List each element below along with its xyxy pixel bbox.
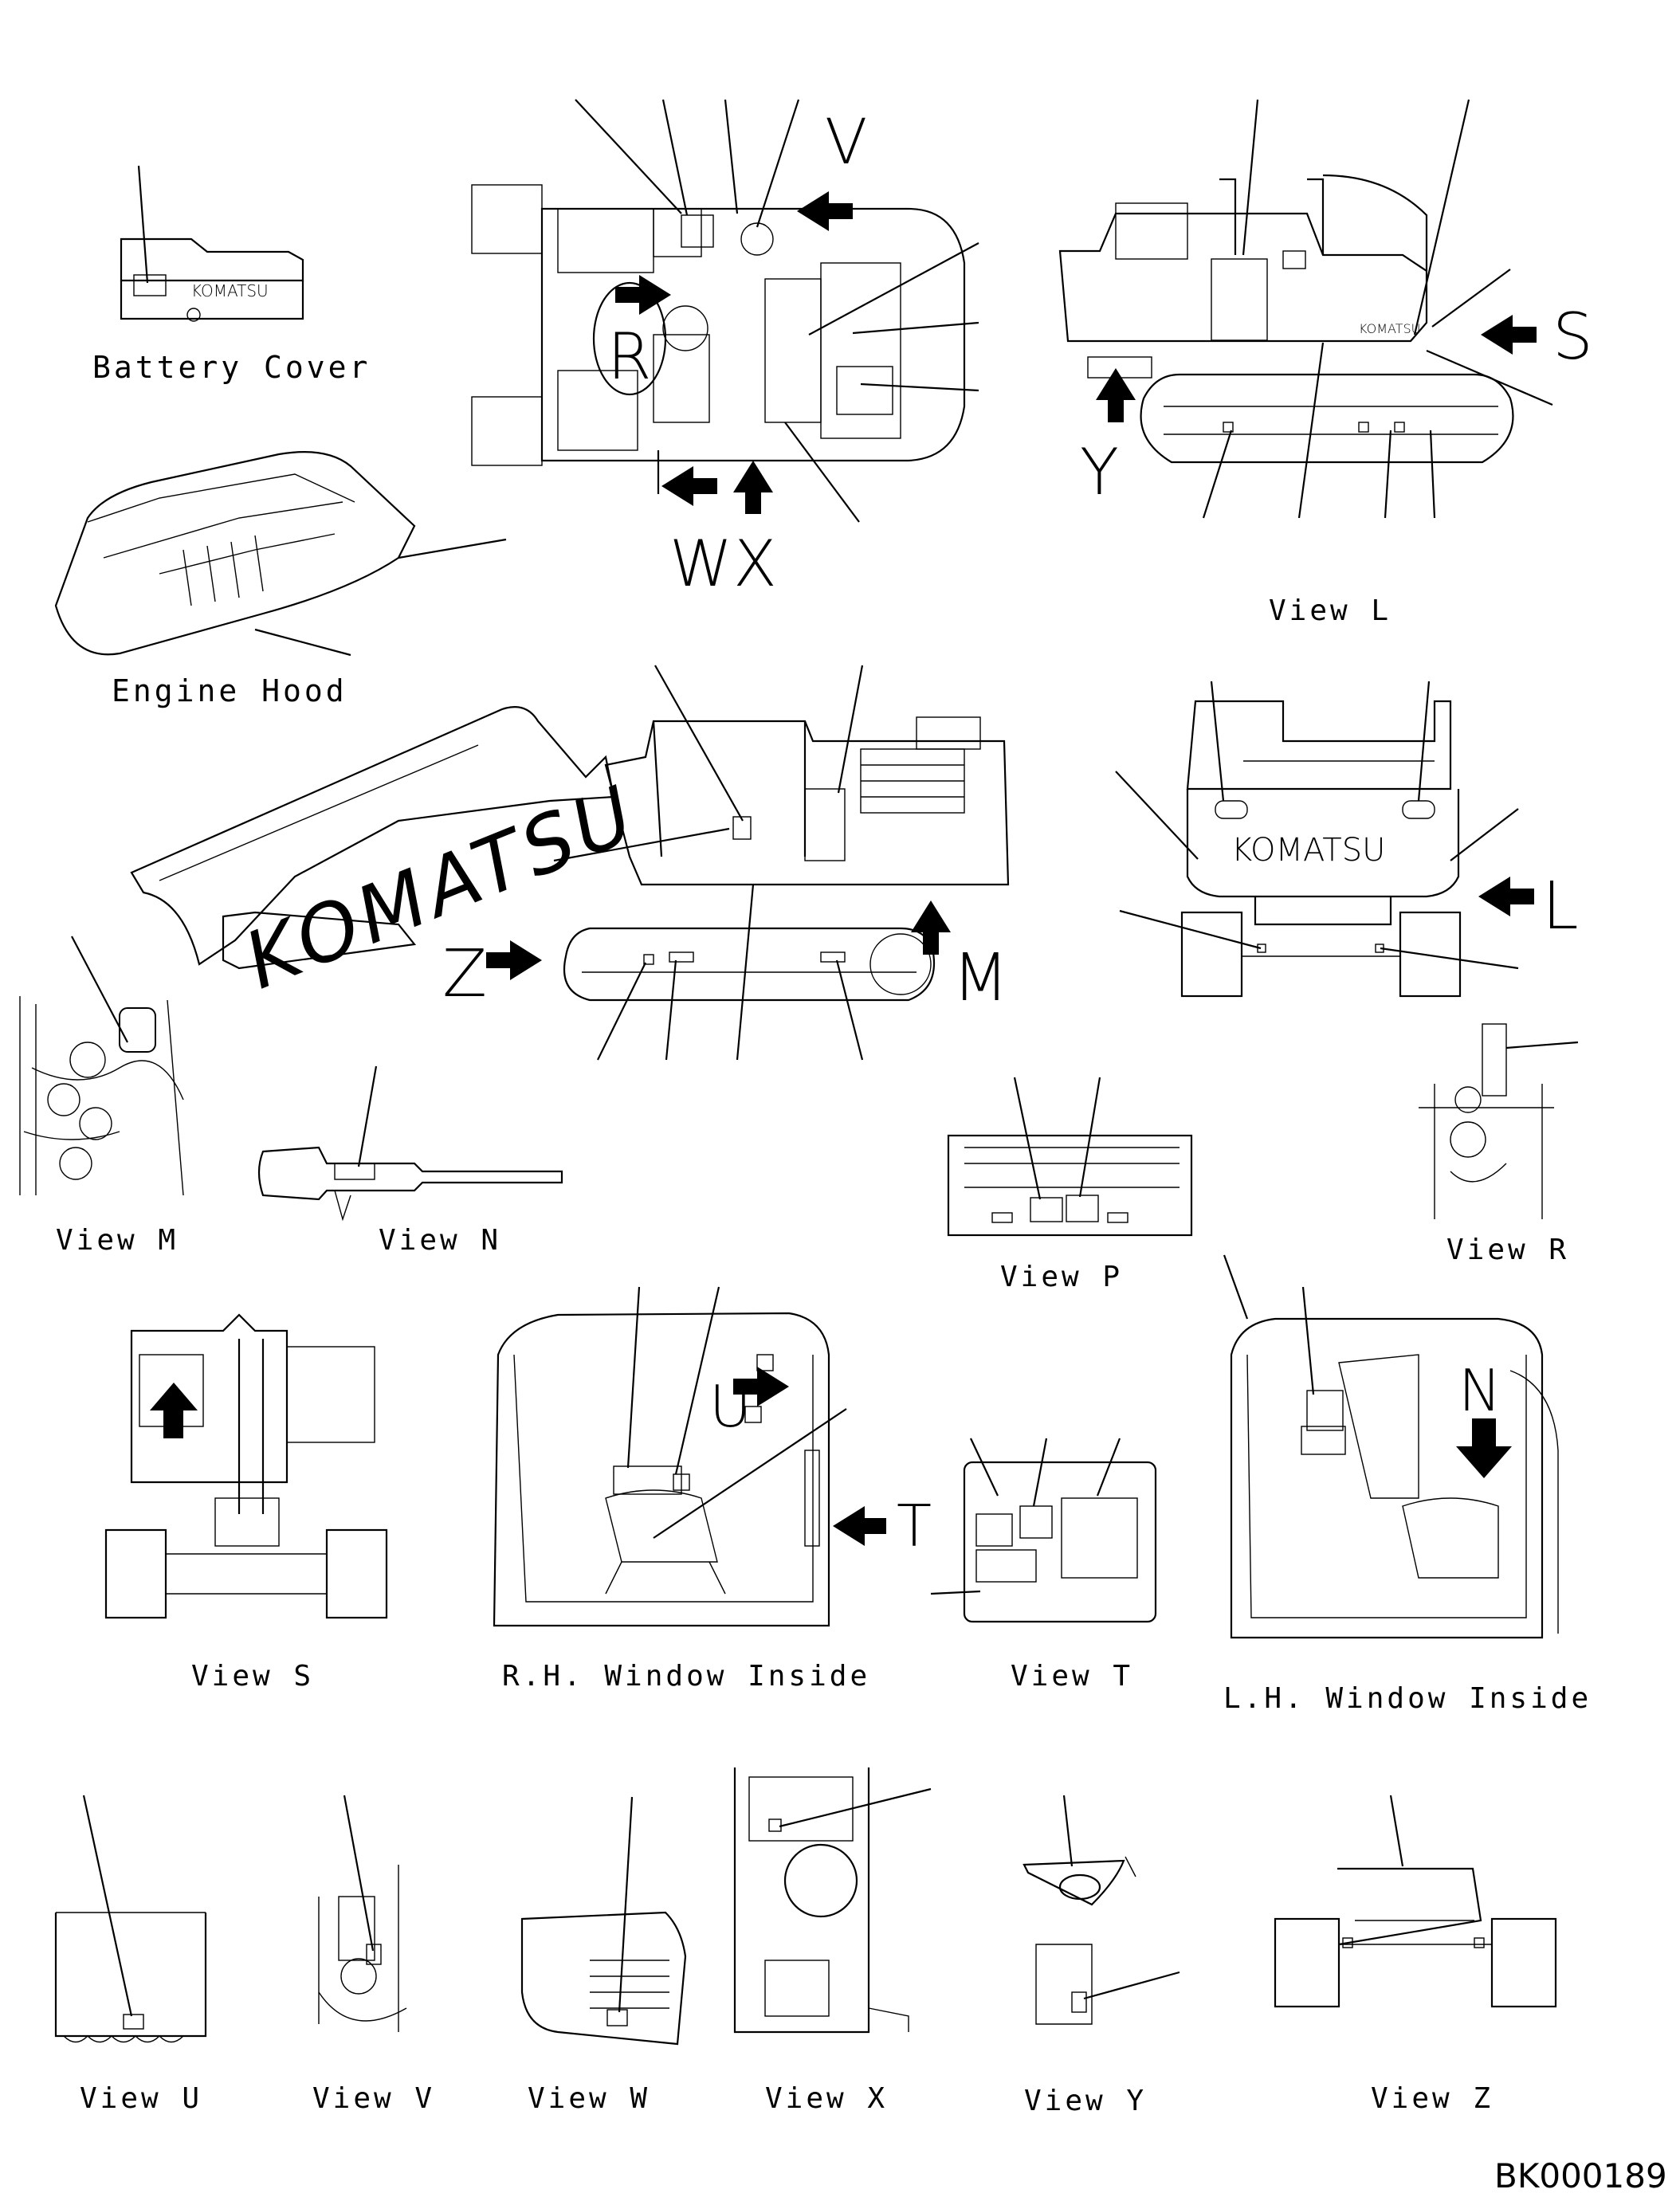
label-view-n: View N bbox=[379, 1224, 501, 1257]
view-letter-z: Z bbox=[442, 936, 487, 1012]
label-view-y: View Y bbox=[1024, 2085, 1147, 2117]
view-letter-y: Y bbox=[1080, 435, 1119, 509]
label-view-m: View M bbox=[56, 1224, 179, 1257]
label-view-s: View S bbox=[191, 1660, 314, 1693]
top-view-arrows bbox=[615, 191, 853, 514]
view-letter-x: X bbox=[733, 527, 777, 601]
label-battery-cover: Battery Cover bbox=[92, 350, 371, 385]
view-r-drawing bbox=[1419, 1023, 1579, 1219]
view-x-drawing bbox=[733, 1767, 932, 2034]
view-l-brand: KOMATSU bbox=[1359, 321, 1420, 336]
view-t-drawing bbox=[930, 1438, 1157, 1623]
engine-hood-drawing bbox=[54, 451, 507, 657]
side-view-brand: KOMATSU bbox=[233, 768, 650, 1007]
view-w-drawing bbox=[520, 1796, 687, 2046]
rh-window-drawing bbox=[493, 1286, 847, 1627]
view-y-drawing bbox=[1023, 1795, 1180, 2025]
side-view-arrow-m bbox=[911, 900, 951, 955]
view-letter-u: U bbox=[709, 1373, 752, 1440]
label-view-z: View Z bbox=[1371, 2082, 1494, 2115]
rear-view-brand: KOMATSU bbox=[1231, 832, 1385, 869]
label-view-r: View R bbox=[1446, 1234, 1569, 1266]
label-rh-window: R.H. Window Inside bbox=[502, 1660, 870, 1693]
label-view-x: View X bbox=[765, 2082, 888, 2115]
view-s-drawing bbox=[104, 1313, 388, 1619]
label-view-u: View U bbox=[80, 2082, 202, 2115]
battery-cover-brand: KOMATSU bbox=[191, 281, 269, 300]
battery-cover-drawing: KOMATSU bbox=[120, 165, 304, 322]
side-view-drawing bbox=[130, 665, 1010, 1061]
view-z-drawing bbox=[1274, 1795, 1557, 2008]
view-u-drawing bbox=[54, 1795, 207, 2043]
view-n-drawing bbox=[257, 1065, 563, 1222]
label-engine-hood: Engine Hood bbox=[112, 673, 347, 708]
lh-window-drawing bbox=[1223, 1254, 1559, 1639]
view-letter-l: L bbox=[1542, 869, 1579, 944]
label-view-t: View T bbox=[1011, 1660, 1133, 1693]
label-lh-window: L.H. Window Inside bbox=[1223, 1682, 1592, 1715]
view-m-drawing bbox=[19, 936, 184, 1196]
view-p-drawing bbox=[947, 1077, 1193, 1237]
rear-view-drawing: KOMATSU bbox=[1115, 681, 1519, 998]
view-letter-n: N bbox=[1458, 1357, 1501, 1424]
label-view-w: View W bbox=[528, 2082, 650, 2115]
lh-window-arrow-n bbox=[1456, 1418, 1512, 1478]
label-view-p: View P bbox=[1000, 1261, 1123, 1293]
view-letter-v: V bbox=[825, 107, 867, 179]
view-letter-r: R bbox=[607, 320, 652, 394]
view-l-drawing: KOMATSU bbox=[1058, 99, 1553, 519]
view-l-arrow-y bbox=[1096, 368, 1136, 422]
top-view-drawing bbox=[471, 99, 979, 523]
view-letter-s: S bbox=[1552, 300, 1593, 374]
rear-view-arrow-l bbox=[1478, 877, 1534, 916]
label-view-l: View L bbox=[1269, 594, 1391, 627]
view-letter-m: M bbox=[952, 940, 1009, 1016]
view-v-drawing bbox=[318, 1795, 407, 2032]
view-s-arrow bbox=[150, 1383, 198, 1438]
label-view-v: View V bbox=[312, 2082, 435, 2115]
view-letter-w: W bbox=[669, 527, 732, 601]
reference-code: BK000189 bbox=[1494, 2156, 1667, 2195]
view-l-arrow-s bbox=[1481, 315, 1537, 355]
side-view-arrow-z bbox=[486, 940, 542, 980]
rh-window-arrow-u bbox=[733, 1367, 789, 1406]
view-letter-t: T bbox=[897, 1493, 932, 1559]
rh-window-arrow-t bbox=[833, 1506, 886, 1546]
